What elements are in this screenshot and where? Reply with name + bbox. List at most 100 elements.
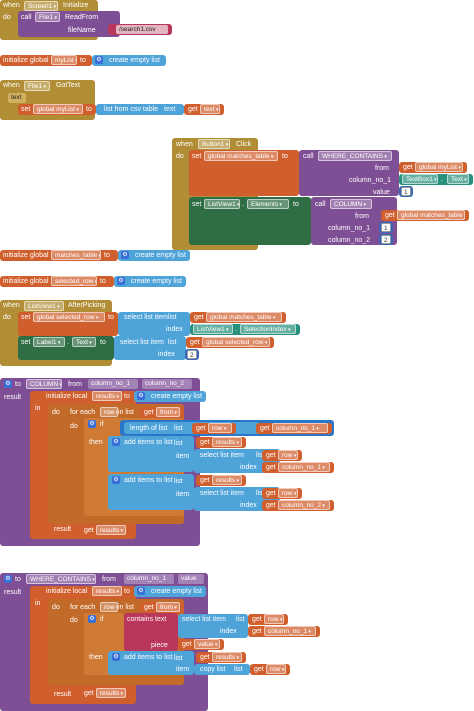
get-var-dropdown[interactable]: row	[278, 450, 298, 460]
global-name-field[interactable]: myList	[51, 55, 77, 65]
variable-dropdown[interactable]: global myList	[33, 104, 83, 114]
get-column-no-1-block[interactable]: get column_no_1	[248, 626, 320, 637]
global-name-field[interactable]: matches_table	[51, 250, 101, 260]
get-results-block[interactable]: get results	[196, 475, 246, 486]
get-var-dropdown[interactable]: results	[96, 688, 126, 698]
get-column-no-2-block[interactable]: get column_no_2	[262, 500, 334, 511]
init-global-mylist[interactable]: initialize global myList to	[0, 55, 92, 66]
get-global-mylist-block[interactable]: get global myList	[399, 162, 467, 173]
get-var-dropdown[interactable]: results	[212, 652, 242, 662]
component-dropdown[interactable]: File1	[24, 81, 50, 91]
get-results-block[interactable]: get results	[196, 437, 246, 448]
get-results-block[interactable]: get results	[80, 688, 130, 699]
get-row-block[interactable]: get row	[262, 450, 302, 461]
event-param-text[interactable]: text	[8, 93, 26, 103]
get-var-dropdown[interactable]: from	[156, 602, 180, 612]
get-var-dropdown[interactable]: row	[264, 614, 284, 624]
get-var-dropdown[interactable]: global selected_row	[202, 337, 270, 347]
get-var-dropdown[interactable]: column_no_1	[264, 626, 316, 636]
get-from-block[interactable]: get from	[140, 602, 184, 613]
get-column-no-1-block[interactable]: get column_no_1	[256, 423, 332, 434]
text-property-dropdown[interactable]: Text	[447, 174, 469, 184]
selectionindex-property-dropdown[interactable]: SelectionIndex	[240, 324, 296, 334]
get-var-dropdown[interactable]: from	[156, 407, 180, 417]
number-block[interactable]: 2	[379, 234, 393, 245]
gear-icon[interactable]: ⚙	[88, 615, 96, 623]
file-component-dropdown[interactable]: File1	[35, 12, 60, 22]
gear-icon[interactable]: ⚙	[121, 251, 129, 259]
procedure-name-field[interactable]: WHERE_CONTAINS	[26, 574, 96, 584]
listview-component-dropdown[interactable]: ListView1	[204, 199, 240, 209]
component-dropdown[interactable]: ListView1	[24, 301, 64, 311]
get-global-matches-block[interactable]: get global matches_table	[190, 312, 286, 323]
component-dropdown[interactable]: Button1	[198, 139, 230, 149]
number-field[interactable]: 2	[381, 235, 391, 244]
get-var-dropdown[interactable]: value	[194, 639, 220, 649]
copy-list-block[interactable]: copy list list	[194, 664, 250, 675]
get-global-matches-block[interactable]: get global matches_table	[381, 210, 469, 221]
component-dropdown[interactable]: Screen1	[24, 1, 58, 11]
create-empty-list-block[interactable]: ⚙ create empty list	[118, 250, 190, 261]
elements-property-dropdown[interactable]: Elements	[247, 199, 289, 209]
get-text-block[interactable]: get text	[184, 104, 224, 115]
local-name-field[interactable]: results	[92, 391, 122, 401]
variable-dropdown[interactable]: global selected_row	[33, 312, 105, 322]
call-file-readfrom-block[interactable]: call File1 ReadFrom fileName	[18, 11, 120, 37]
create-empty-list-block[interactable]: ⚙ create empty list	[134, 391, 206, 402]
select-list-item-block[interactable]: select list item list index	[178, 614, 248, 638]
get-column-no-1-block[interactable]: get column_no_1	[262, 462, 334, 473]
add-items-to-list-block-2[interactable]: ⚙ add items to list list item	[108, 474, 194, 510]
variable-dropdown[interactable]: global matches_table	[204, 151, 278, 161]
textbox-text-getter[interactable]: TextBox1 . Text	[399, 174, 473, 185]
get-var-dropdown[interactable]: results	[212, 475, 242, 485]
number-field[interactable]: 1	[401, 187, 411, 196]
filename-text-field[interactable]: /search1.csv	[116, 25, 168, 34]
call-where-contains-block[interactable]: call WHERE_CONTAINS from column_no_1 val…	[299, 150, 399, 196]
gear-icon[interactable]: ⚙	[137, 587, 145, 595]
get-var-dropdown[interactable]: global myList	[415, 162, 463, 172]
contains-text-block[interactable]: contains text piece	[124, 613, 178, 651]
gear-icon[interactable]: ⚙	[95, 56, 103, 64]
get-var-dropdown[interactable]: column_no_1	[272, 423, 328, 433]
listview-selectionindex-getter[interactable]: ListView1 . SelectionIndex	[190, 324, 300, 335]
create-empty-list-block[interactable]: ⚙ create empty list	[114, 276, 186, 287]
gear-icon[interactable]: ⚙	[112, 653, 120, 661]
get-row-block[interactable]: get row	[192, 423, 236, 434]
text-property-dropdown[interactable]: Text	[72, 337, 96, 347]
get-var-dropdown[interactable]: results	[212, 437, 242, 447]
param-column-no-2[interactable]: column_no_2	[142, 379, 192, 389]
local-name-field[interactable]: results	[92, 586, 122, 596]
gear-icon[interactable]: ⚙	[112, 438, 120, 446]
procedure-dropdown[interactable]: WHERE_CONTAINS	[318, 151, 392, 161]
param-column-no-1[interactable]: column_no_1	[88, 379, 138, 389]
get-results-block[interactable]: get results	[80, 525, 130, 536]
get-from-block[interactable]: get from	[140, 407, 184, 418]
get-row-block[interactable]: get row	[248, 614, 288, 625]
get-var-dropdown[interactable]: row	[208, 423, 232, 433]
set-global-selected-row-block[interactable]: set global selected_row to	[18, 312, 118, 336]
get-var-dropdown[interactable]: row	[278, 488, 298, 498]
set-global-mylist-block[interactable]: set global myList to	[18, 104, 96, 115]
param-value[interactable]: value	[178, 574, 204, 584]
add-items-to-list-block-1[interactable]: ⚙ add items to list list item	[108, 436, 194, 472]
set-global-matches-block[interactable]: set global matches_table to	[189, 150, 299, 196]
label-component-dropdown[interactable]: Label1	[33, 337, 65, 347]
list-from-csv-table-block[interactable]: list from csv table text	[96, 104, 184, 115]
gear-icon[interactable]: ⚙	[117, 277, 125, 285]
loop-var-field[interactable]: row	[100, 602, 118, 612]
get-var-dropdown[interactable]: text	[200, 104, 220, 114]
get-row-block[interactable]: get row	[250, 664, 290, 675]
gear-icon[interactable]: ⚙	[137, 392, 145, 400]
get-var-dropdown[interactable]: row	[266, 664, 286, 674]
param-column-no-1[interactable]: column_no_1	[124, 574, 174, 584]
procedure-name-field[interactable]: COLUMN	[26, 379, 62, 389]
number-field[interactable]: 2	[187, 350, 197, 359]
global-name-field[interactable]: selected_row	[51, 276, 97, 286]
create-empty-list-block[interactable]: ⚙ create empty list	[134, 586, 206, 597]
get-var-dropdown[interactable]: column_no_2	[278, 500, 330, 510]
get-var-dropdown[interactable]: column_no_1	[278, 462, 330, 472]
textbox-component-dropdown[interactable]: TextBox1	[402, 174, 438, 184]
gear-icon[interactable]: ⚙	[112, 476, 120, 484]
get-var-dropdown[interactable]: results	[96, 525, 126, 535]
number-block[interactable]: 1	[379, 222, 393, 233]
